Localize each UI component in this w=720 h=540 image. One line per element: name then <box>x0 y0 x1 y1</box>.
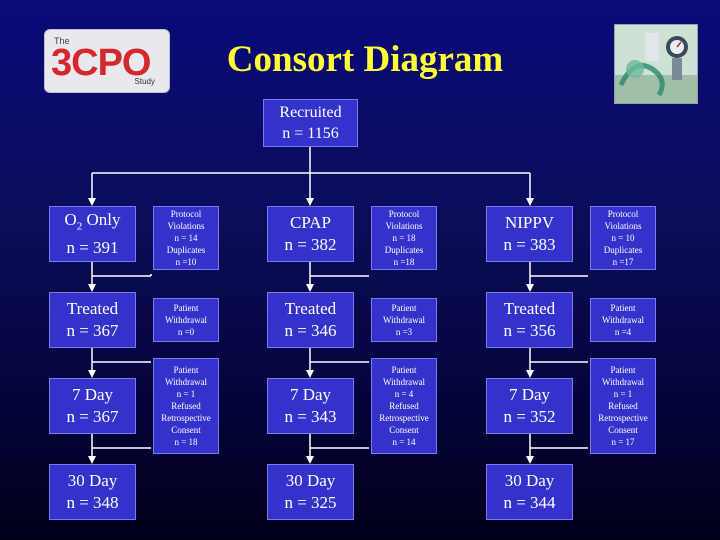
treated-label: Treated <box>504 298 555 320</box>
treated-count: n = 356 <box>503 320 555 342</box>
day30-count: n = 325 <box>284 492 336 514</box>
page-title: Consort Diagram <box>200 38 530 82</box>
violations-line: n = 10 <box>611 232 634 244</box>
violations-line: Duplicates <box>167 244 206 256</box>
refused-line: Patient <box>174 364 199 376</box>
violations-line: Protocol <box>608 208 639 220</box>
arm-o2-withdrawal-box: Patient Withdrawal n =0 <box>153 298 219 342</box>
arm-count: n = 382 <box>284 234 336 256</box>
withdrawal-line: Patient <box>611 302 636 314</box>
violations-line: Violations <box>168 220 205 232</box>
day7-label: 7 Day <box>72 384 113 406</box>
arm-cpap-box: CPAP n = 382 <box>267 206 354 262</box>
arm-o2-violations-box: Protocol Violations n = 14 Duplicates n … <box>153 206 219 270</box>
arm-nippv-violations-box: Protocol Violations n = 10 Duplicates n … <box>590 206 656 270</box>
arm-name-suffix: Only <box>82 210 120 229</box>
refused-line: n = 17 <box>611 436 634 448</box>
arm-nippv-treated-box: Treated n = 356 <box>486 292 573 348</box>
violations-line: Violations <box>386 220 423 232</box>
refused-line: Withdrawal <box>383 376 425 388</box>
recruited-box: Recruited n = 1156 <box>263 99 358 147</box>
withdrawal-line: Patient <box>174 302 199 314</box>
arm-cpap-day30-box: 30 Day n = 325 <box>267 464 354 520</box>
refused-line: Patient <box>611 364 636 376</box>
arm-nippv-refused-box: Patient Withdrawal n = 1 Refused Retrosp… <box>590 358 656 454</box>
withdrawal-line: Withdrawal <box>602 314 644 326</box>
arm-cpap-day7-box: 7 Day n = 343 <box>267 378 354 434</box>
day7-label: 7 Day <box>509 384 550 406</box>
recruited-label: Recruited <box>279 102 341 123</box>
arm-nippv-box: NIPPV n = 383 <box>486 206 573 262</box>
day7-label: 7 Day <box>290 384 331 406</box>
recruited-count: n = 1156 <box>282 123 338 144</box>
study-logo: The 3CPO Study <box>44 29 170 93</box>
arm-nippv-day7-box: 7 Day n = 352 <box>486 378 573 434</box>
refused-line: Withdrawal <box>165 376 207 388</box>
violations-line: n =17 <box>613 256 634 268</box>
day7-count: n = 343 <box>284 406 336 428</box>
violations-line: Violations <box>605 220 642 232</box>
refused-line: Refused <box>608 400 638 412</box>
arm-o2-day7-box: 7 Day n = 367 <box>49 378 136 434</box>
refused-line: Retrospective <box>598 412 647 424</box>
day30-label: 30 Day <box>505 470 555 492</box>
treated-label: Treated <box>67 298 118 320</box>
refused-line: n = 14 <box>392 436 415 448</box>
arm-o2-day30-box: 30 Day n = 348 <box>49 464 136 520</box>
arm-o2-only-box: O2 Only n = 391 <box>49 206 136 262</box>
violations-line: Protocol <box>389 208 420 220</box>
withdrawal-line: n =0 <box>178 326 194 338</box>
day7-count: n = 352 <box>503 406 555 428</box>
arm-name: NIPPV <box>505 212 554 234</box>
arm-count: n = 383 <box>503 234 555 256</box>
arm-name: CPAP <box>290 212 331 234</box>
arm-count: n = 391 <box>66 237 118 259</box>
arm-name: O2 Only <box>64 209 120 237</box>
refused-line: Withdrawal <box>602 376 644 388</box>
refused-line: Retrospective <box>161 412 210 424</box>
day7-count: n = 367 <box>66 406 118 428</box>
arm-cpap-refused-box: Patient Withdrawal n = 4 Refused Retrosp… <box>371 358 437 454</box>
treated-count: n = 346 <box>284 320 336 342</box>
violations-line: n =10 <box>176 256 197 268</box>
refused-line: Consent <box>608 424 638 436</box>
refused-line: Patient <box>392 364 417 376</box>
refused-line: n = 18 <box>174 436 197 448</box>
equipment-photo <box>614 24 698 104</box>
withdrawal-line: n =4 <box>615 326 631 338</box>
arm-o2-refused-box: Patient Withdrawal n = 1 Refused Retrosp… <box>153 358 219 454</box>
day30-label: 30 Day <box>68 470 118 492</box>
arm-cpap-treated-box: Treated n = 346 <box>267 292 354 348</box>
refused-line: n = 4 <box>395 388 414 400</box>
refused-line: Consent <box>389 424 419 436</box>
withdrawal-line: Withdrawal <box>383 314 425 326</box>
day30-count: n = 348 <box>66 492 118 514</box>
violations-line: n = 14 <box>174 232 197 244</box>
violations-line: n =18 <box>394 256 415 268</box>
arm-nippv-day30-box: 30 Day n = 344 <box>486 464 573 520</box>
refused-line: Refused <box>389 400 419 412</box>
withdrawal-line: Patient <box>392 302 417 314</box>
refused-line: Refused <box>171 400 201 412</box>
arm-name-prefix: O <box>64 210 76 229</box>
treated-count: n = 367 <box>66 320 118 342</box>
withdrawal-line: Withdrawal <box>165 314 207 326</box>
refused-line: Retrospective <box>379 412 428 424</box>
arm-cpap-withdrawal-box: Patient Withdrawal n =3 <box>371 298 437 342</box>
arm-cpap-violations-box: Protocol Violations n = 18 Duplicates n … <box>371 206 437 270</box>
refused-line: n = 1 <box>177 388 196 400</box>
withdrawal-line: n =3 <box>396 326 412 338</box>
day30-count: n = 344 <box>503 492 555 514</box>
treated-label: Treated <box>285 298 336 320</box>
logo-study-text: Study <box>135 77 155 86</box>
refused-line: n = 1 <box>614 388 633 400</box>
arm-o2-treated-box: Treated n = 367 <box>49 292 136 348</box>
violations-line: n = 18 <box>392 232 415 244</box>
day30-label: 30 Day <box>286 470 336 492</box>
violations-line: Duplicates <box>604 244 643 256</box>
violations-line: Duplicates <box>385 244 424 256</box>
arm-nippv-withdrawal-box: Patient Withdrawal n =4 <box>590 298 656 342</box>
refused-line: Consent <box>171 424 201 436</box>
violations-line: Protocol <box>171 208 202 220</box>
